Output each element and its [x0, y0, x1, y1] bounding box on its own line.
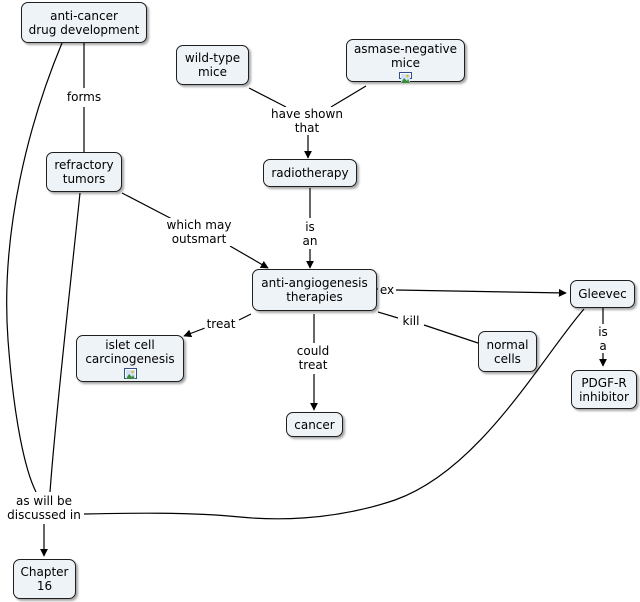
- concept-normal-cells[interactable]: normal cells: [478, 331, 537, 372]
- link-label-is-a: is a: [596, 325, 610, 353]
- image-icon[interactable]: [399, 72, 412, 83]
- concept-label: asmase-negative mice: [353, 42, 458, 70]
- link-label-as-will-be-discussed-in: as will be discussed in: [5, 494, 83, 522]
- edge-wildtype-haveshown: [248, 87, 287, 108]
- concept-label: wild-type mice: [184, 51, 241, 79]
- concept-gleevec[interactable]: Gleevec: [570, 280, 635, 308]
- link-label-is-an: is an: [300, 220, 320, 248]
- edge-asmase-haveshown: [330, 85, 367, 108]
- edge-ex-gleevec: [395, 288, 567, 297]
- edge-antiangio-kill: [377, 311, 399, 319]
- concept-anti-cancer-drug-development[interactable]: anti-cancer drug development: [21, 2, 147, 43]
- link-label-have-shown-that: have shown that: [269, 107, 345, 135]
- concept-islet-cell-carcinogenesis[interactable]: islet cell carcinogenesis: [76, 335, 184, 382]
- concept-label: anti-cancer drug development: [28, 8, 140, 37]
- image-icon[interactable]: [123, 368, 137, 379]
- link-label-could-treat: could treat: [294, 344, 332, 372]
- link-label-forms: forms: [64, 90, 104, 104]
- concept-label: Gleevec: [578, 287, 627, 301]
- edge-kill-normal: [423, 324, 479, 344]
- concept-label: refractory tumors: [54, 158, 114, 186]
- concept-label: cancer: [294, 417, 335, 432]
- concept-chapter-16[interactable]: Chapter 16: [13, 559, 76, 599]
- concept-radiotherapy[interactable]: radiotherapy: [263, 159, 357, 187]
- edge-treat-islet: [183, 327, 206, 338]
- concept-pdgf-r-inhibitor[interactable]: PDGF-R inhibitor: [571, 370, 637, 409]
- concept-label: Chapter 16: [20, 565, 69, 593]
- concept-label: normal cells: [486, 337, 529, 366]
- edge-drugdev-discussed: [6, 42, 63, 493]
- concept-cancer[interactable]: cancer: [286, 412, 343, 437]
- edge-outsmart-antiangio: [229, 245, 269, 269]
- link-label-which-may-outsmart: which may outsmart: [164, 218, 234, 246]
- edge-refractory-outsmart: [121, 192, 173, 220]
- edge-refractory-discussed: [49, 192, 81, 493]
- concept-anti-angiogenesis-therapies[interactable]: anti-angiogenesis therapies: [252, 269, 377, 311]
- link-label-ex: ex: [377, 283, 397, 297]
- concept-wild-type-mice[interactable]: wild-type mice: [176, 45, 249, 85]
- concept-label: PDGF-R inhibitor: [579, 375, 629, 404]
- concept-label: islet cell carcinogenesis: [85, 338, 175, 366]
- concept-asmase-negative-mice[interactable]: asmase-negative mice: [346, 39, 465, 83]
- link-label-kill: kill: [400, 314, 422, 328]
- concept-refractory-tumors[interactable]: refractory tumors: [46, 152, 122, 192]
- link-label-treat: treat: [204, 317, 238, 331]
- edge-gleevec-discussed: [83, 308, 585, 520]
- concept-label: anti-angiogenesis therapies: [261, 276, 368, 304]
- edge-antiangio-treat: [238, 313, 252, 321]
- concept-label: radiotherapy: [271, 166, 349, 180]
